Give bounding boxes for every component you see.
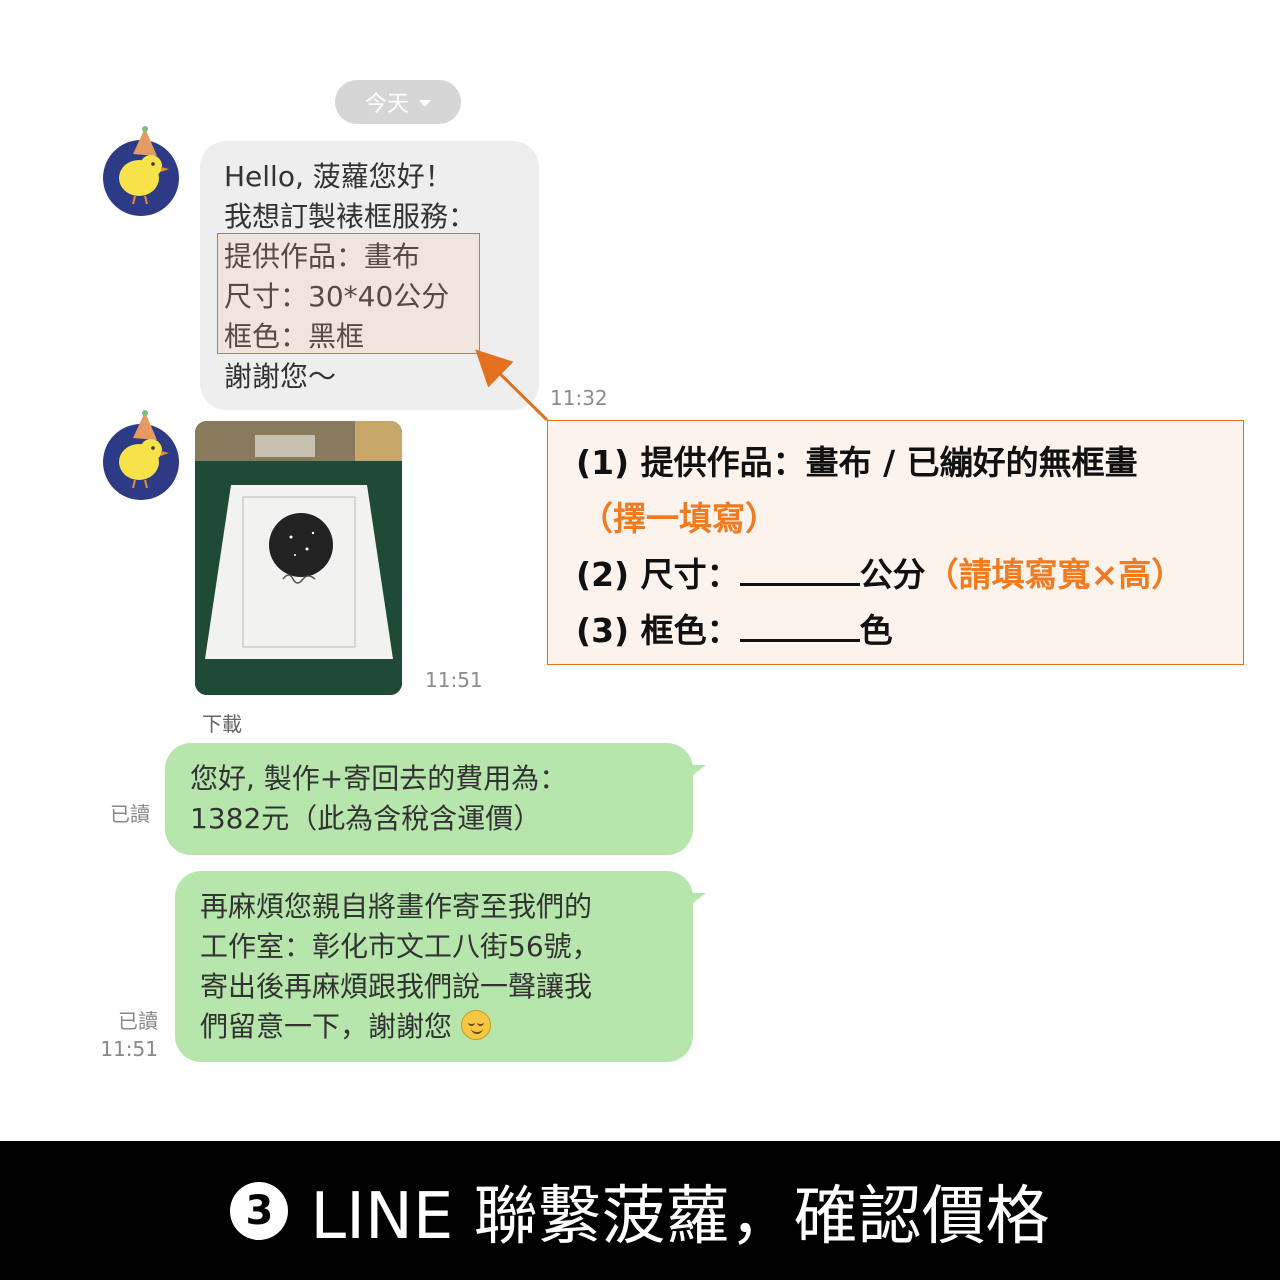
footer-title: LINE 聯繫菠蘿，確認價格 — [310, 1179, 1050, 1254]
message-line: Hello, 菠蘿您好！ — [224, 160, 453, 193]
callout-line-1: (1) 提供作品：畫布 / 已繃好的無框畫 — [576, 443, 1138, 482]
callout-note-2: （請填寫寬×高） — [925, 555, 1185, 594]
message-line: 框色：黑框 — [224, 320, 365, 353]
footer-banner: 3 LINE 聯繫菠蘿，確認價格 — [0, 1141, 1280, 1280]
bubble-tail — [688, 765, 706, 779]
step-number-badge: 3 — [230, 1181, 289, 1240]
highlight-box — [217, 233, 480, 354]
chick-icon — [119, 126, 169, 205]
artwork-photo — [195, 421, 402, 695]
callout-note-1: （擇一填寫） — [580, 499, 778, 538]
read-receipt: 已讀 — [110, 802, 150, 826]
read-receipt: 已讀 11:51 — [96, 1007, 158, 1063]
message-timestamp: 11:51 — [425, 668, 483, 692]
message-line: 謝謝您～ — [224, 360, 337, 393]
date-label: 今天 — [364, 92, 409, 117]
callout-line-3-prefix: (3) 框色： — [576, 611, 740, 650]
message-line: 提供作品：畫布 — [224, 240, 421, 273]
callout-line-2-unit: 公分 — [859, 555, 926, 594]
outgoing-message-bubble[interactable]: 再麻煩您親自將畫作寄至我們的 工作室：彰化市文工八街56號， 寄出後再麻煩跟我們… — [175, 871, 706, 1062]
blank-line — [739, 556, 860, 586]
date-filter-pill[interactable]: 今天 — [335, 80, 461, 124]
message-text: 們留意一下，謝謝您 — [200, 1010, 453, 1043]
message-timestamp: 11:32 — [550, 386, 608, 410]
sender-avatar[interactable] — [103, 126, 179, 216]
callout-line-2: (2) 尺寸： 公分（請填寫寬×高） — [576, 547, 1243, 603]
message-line: 您好, 製作+寄回去的費用為： — [190, 762, 568, 795]
bubble-tail — [688, 893, 706, 907]
blank-line — [739, 612, 860, 642]
outgoing-message-bubble[interactable]: 您好, 製作+寄回去的費用為： 1382元（此為含稅含運價） — [165, 743, 706, 855]
callout-line-3: (3) 框色： 色 — [576, 603, 1243, 659]
download-link[interactable]: 下載 — [202, 712, 242, 736]
smile-emoji-icon — [460, 1010, 491, 1040]
chick-icon — [119, 410, 169, 489]
read-label: 已讀 — [118, 1009, 158, 1033]
message-line: 工作室：彰化市文工八街56號， — [200, 930, 600, 963]
message-line: 寄出後再麻煩跟我們說一聲讓我 — [200, 970, 593, 1003]
message-line: 1382元（此為含稅含運價） — [190, 802, 542, 835]
instruction-callout: (1) 提供作品：畫布 / 已繃好的無框畫 （擇一填寫） (2) 尺寸： 公分（請… — [547, 420, 1244, 665]
callout-line-3-unit: 色 — [859, 611, 893, 650]
message-line: 我想訂製裱框服務： — [224, 200, 477, 233]
message-line-with-emoji: 們留意一下，謝謝您 — [200, 1007, 693, 1047]
caret-down-icon — [419, 99, 431, 107]
message-timestamp: 11:51 — [100, 1037, 158, 1061]
photo-message[interactable] — [195, 421, 402, 695]
message-line: 再麻煩您親自將畫作寄至我們的 — [200, 890, 593, 923]
callout-line-2-prefix: (2) 尺寸： — [576, 555, 740, 594]
sender-avatar[interactable] — [103, 410, 179, 500]
message-line: 尺寸：30*40公分 — [224, 280, 450, 313]
